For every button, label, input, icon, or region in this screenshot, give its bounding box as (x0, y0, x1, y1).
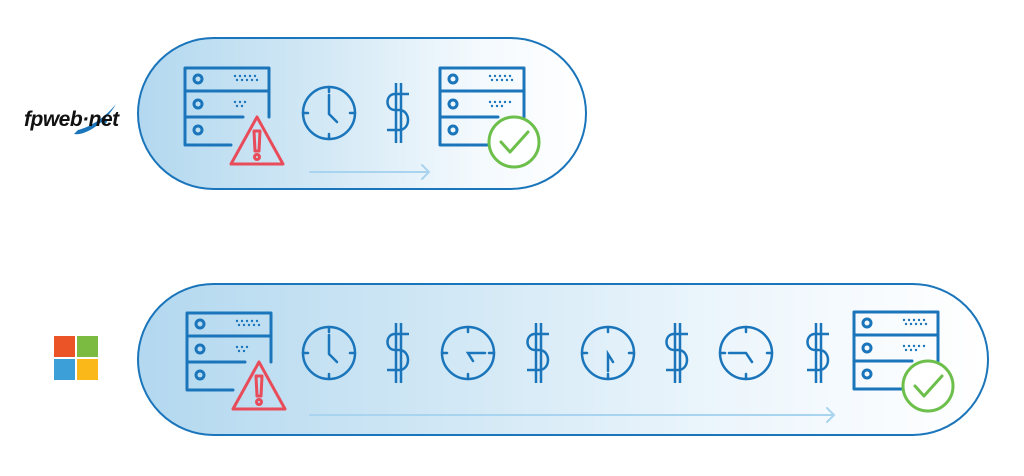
clock-icon (301, 325, 357, 381)
microsoft-logo-green-square (77, 336, 98, 357)
fpweb-logo: fpweb·net (24, 100, 129, 140)
dollar-icon (386, 83, 410, 143)
progress-arrow-icon (309, 407, 836, 423)
clock-icon (301, 85, 357, 141)
server-ok-icon (438, 66, 541, 169)
fpweb-logo-text: fpweb·net (24, 108, 119, 131)
progress-arrow-icon (309, 164, 431, 180)
microsoft-logo (54, 336, 99, 381)
server-ok-icon (852, 310, 955, 413)
fpweb-swoosh-icon (74, 104, 116, 135)
server-warning-icon (183, 66, 285, 166)
dollar-icon (665, 323, 689, 383)
microsoft-logo-red-square (54, 336, 75, 357)
dollar-icon (806, 323, 830, 383)
microsoft-logo-yellow-square (77, 359, 98, 380)
clock-icon (440, 325, 496, 381)
clock-icon (580, 325, 636, 381)
dollar-icon (526, 323, 550, 383)
dollar-icon (386, 323, 410, 383)
server-warning-icon (185, 311, 287, 411)
clock-icon (718, 325, 774, 381)
microsoft-logo-blue-square (54, 359, 75, 380)
